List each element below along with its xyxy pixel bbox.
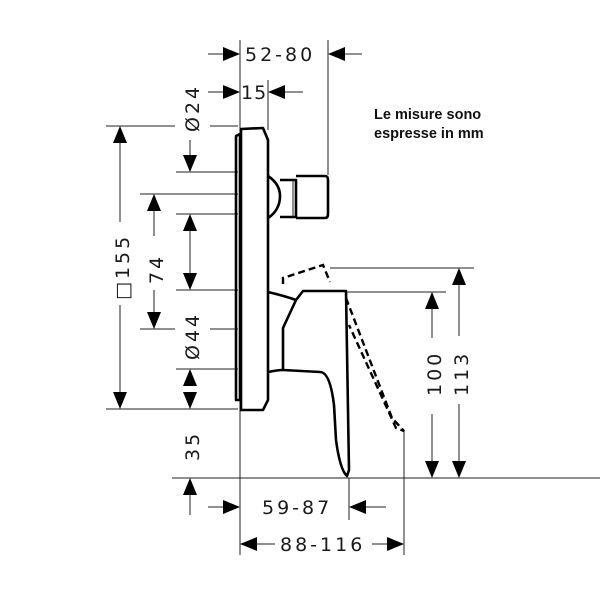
units-note-line-2: espresse in mm [374,126,484,142]
diverter-knob [267,174,282,220]
mixer-body [234,126,405,478]
dim-35: 35 [182,431,204,461]
dim-100: 100 [424,351,446,396]
extension-lines [106,40,600,555]
dim-113: 113 [451,351,473,396]
lever-handle [281,289,351,478]
lever-alt-position [281,263,332,284]
dimension-arrows [113,47,466,551]
units-note-line-1: Le misure sono [374,107,482,123]
dim-diam-44: Ø44 [182,312,204,360]
dim-15: 15 [241,82,267,104]
cover-plate [239,126,270,412]
dim-diam-24: Ø24 [182,84,204,132]
dimension-labels: 52-80 15 Ø24 □155 74 Ø44 35 100 113 59-8… [112,44,473,556]
dim-52-80: 52-80 [245,44,315,66]
dim-88-116: 88-116 [280,534,365,556]
units-note: Le misure sono espresse in mm [374,106,574,144]
dim-square-155: □155 [112,234,134,300]
wall-plate [234,132,242,402]
dim-59-87: 59-87 [262,497,332,519]
dim-74: 74 [146,254,168,284]
